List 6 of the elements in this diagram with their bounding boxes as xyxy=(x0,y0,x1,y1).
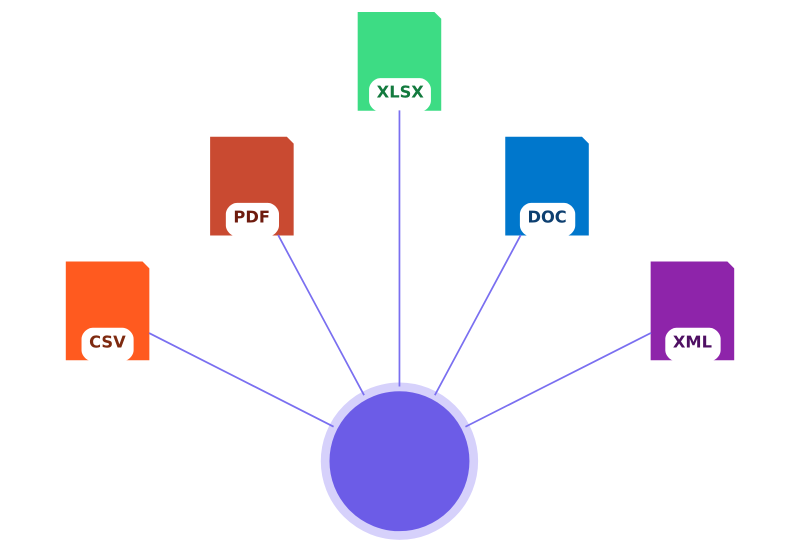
node-circle xyxy=(320,382,478,540)
connector xyxy=(434,234,522,396)
connector xyxy=(148,332,334,428)
connector xyxy=(398,110,400,387)
connector xyxy=(465,332,652,428)
connector xyxy=(277,234,365,396)
